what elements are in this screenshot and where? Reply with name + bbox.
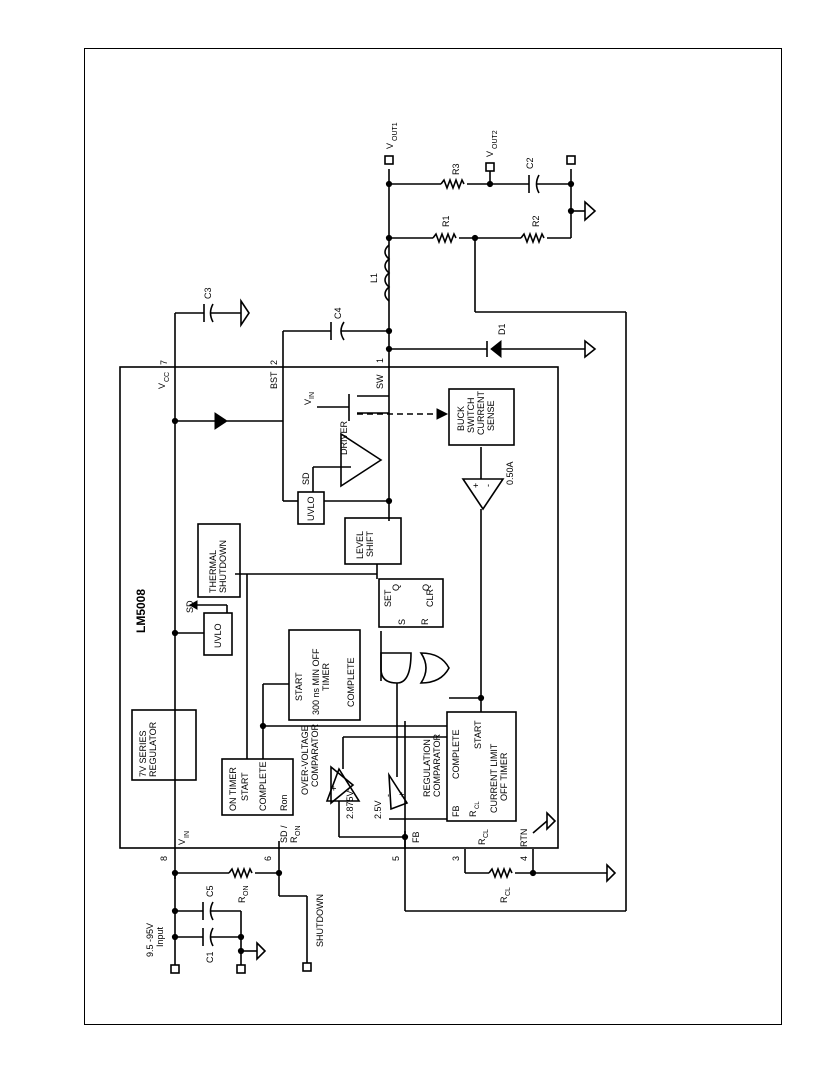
sense-line1: BUCK — [456, 406, 466, 431]
min-off-line4: COMPLETE — [346, 657, 356, 707]
l1 — [384, 244, 391, 302]
vin-top-sub: IN — [309, 392, 316, 399]
sd-mid-label: SD — [301, 472, 311, 485]
pin-6: 6 — [263, 856, 273, 861]
vcc-sub: CC — [164, 372, 171, 382]
pin-4: 4 — [519, 856, 529, 861]
ff-q: Q — [391, 584, 401, 591]
sw-label: SW — [375, 374, 385, 389]
vout1-sub: OUT1 — [392, 122, 399, 141]
cl-rcl: R — [468, 810, 478, 817]
rcl-sub: CL — [505, 887, 512, 896]
input-line2: Input — [155, 926, 165, 947]
cl-complete: COMPLETE — [451, 729, 461, 779]
ron-label: R — [237, 896, 247, 903]
sd-upper-label: SD — [185, 600, 195, 613]
cl-rcl-sub: CL — [475, 801, 481, 809]
sd-ron-label: SD / — [279, 825, 289, 843]
cl-line2: OFF TIMER — [499, 752, 509, 801]
plus-sign-2: + — [329, 786, 339, 791]
plus-sign-1: + — [471, 483, 481, 488]
sd-ron-sub: ON — [295, 826, 302, 837]
ic-outline — [119, 366, 559, 849]
c3-label: C3 — [203, 287, 213, 299]
c5-label: C5 — [205, 885, 215, 897]
cl-start: START — [473, 720, 483, 749]
uvlo-left: UVLO — [213, 623, 223, 648]
figure-frame: LM5008 7V SERIES REGULATOR UVLO THERMAL … — [84, 48, 782, 1025]
ron-sub: ON — [243, 886, 250, 897]
vout1-label: V — [385, 143, 395, 149]
min-off-line2: 300 ns MIN OFF — [311, 648, 321, 715]
d1-label: D1 — [497, 323, 507, 335]
block-diagram: LM5008 7V SERIES REGULATOR UVLO THERMAL … — [119, 122, 627, 974]
minus-sign-1: - — [483, 484, 493, 487]
ref-25: 2.5V — [373, 800, 383, 819]
r2-label: R2 — [531, 215, 541, 227]
on-timer-line3: COMPLETE — [258, 761, 268, 811]
ref-2875: 2.875V — [345, 790, 355, 819]
vin-top-label: V — [303, 399, 313, 405]
driver-label: DRIVER — [339, 420, 349, 455]
sense-line4: SENSE — [486, 400, 496, 431]
bst-label: BST — [269, 371, 279, 389]
pin-7: 7 — [159, 360, 169, 365]
ref-050: 0.50A — [505, 461, 515, 485]
rcl-pin-sub: CL — [483, 829, 490, 838]
min-off-line1: START — [294, 672, 304, 701]
shutdown-label: SHUTDOWN — [315, 894, 325, 947]
r1-label: R1 — [441, 215, 451, 227]
minus-sign-3: - — [383, 794, 393, 797]
on-timer-line2: START — [240, 772, 250, 801]
reg-line2: COMPARATOR — [432, 733, 442, 797]
l1-label: L1 — [369, 273, 379, 283]
cl-line1: CURRENT LIMIT — [489, 743, 499, 813]
cl-fb: FB — [451, 805, 461, 817]
rtn-label: RTN — [519, 829, 529, 847]
c1-label: C1 — [205, 951, 215, 963]
regulator-line2: REGULATOR — [148, 721, 158, 777]
on-timer-line4: Ron — [279, 794, 289, 811]
level-shift-line2: SHIFT — [365, 530, 375, 557]
ov-line2: COMPARATOR — [310, 723, 320, 787]
vout2-label: V — [485, 151, 495, 157]
pin-1: 1 — [375, 358, 385, 363]
c4-label: C4 — [333, 307, 343, 319]
sense-line3: CURRENT — [476, 390, 486, 435]
rcl-pin-label: R — [477, 838, 487, 845]
plus-sign-3: + — [397, 792, 407, 797]
ff-r: R — [420, 618, 430, 625]
reg-line1: REGULATION — [422, 739, 432, 797]
pin-8: 8 — [159, 856, 169, 861]
regulator-line1: 7V SERIES — [138, 730, 148, 777]
sd-ron-label2: R — [289, 836, 299, 843]
ov-line1: OVER-VOLTAGE — [300, 725, 310, 795]
vcc-label: V — [157, 383, 167, 389]
pin-5: 5 — [391, 856, 401, 861]
fb-pin-label: FB — [411, 831, 421, 843]
sense-line2: SWITCH — [466, 398, 476, 434]
chip-name: LM5008 — [134, 589, 148, 633]
pin-3: 3 — [451, 856, 461, 861]
c2-label: C2 — [525, 157, 535, 169]
rcl-label: R — [499, 896, 509, 903]
ff-clr: CLR — [425, 588, 435, 607]
r3-label: R3 — [451, 163, 461, 175]
vout2-sub: OUT2 — [492, 130, 499, 149]
vin-pin-sub: IN — [184, 831, 191, 838]
ff-s: S — [397, 619, 407, 625]
ff-qbar: Q — [421, 584, 431, 591]
vin-pin-label: V — [177, 839, 187, 845]
min-off-line3: TIMER — [321, 663, 331, 691]
on-timer-line1: ON TIMER — [228, 767, 238, 811]
thermal-line1: THERMAL — [208, 550, 218, 593]
pin-2: 2 — [269, 360, 279, 365]
thermal-line2: SHUTDOWN — [218, 540, 228, 593]
level-shift-line1: LEVEL — [355, 531, 365, 559]
ff-set: SET — [383, 589, 393, 607]
minus-sign-2: - — [343, 788, 353, 791]
uvlo-right: UVLO — [306, 496, 316, 521]
input-line1: 9.5 -95V — [145, 923, 155, 957]
